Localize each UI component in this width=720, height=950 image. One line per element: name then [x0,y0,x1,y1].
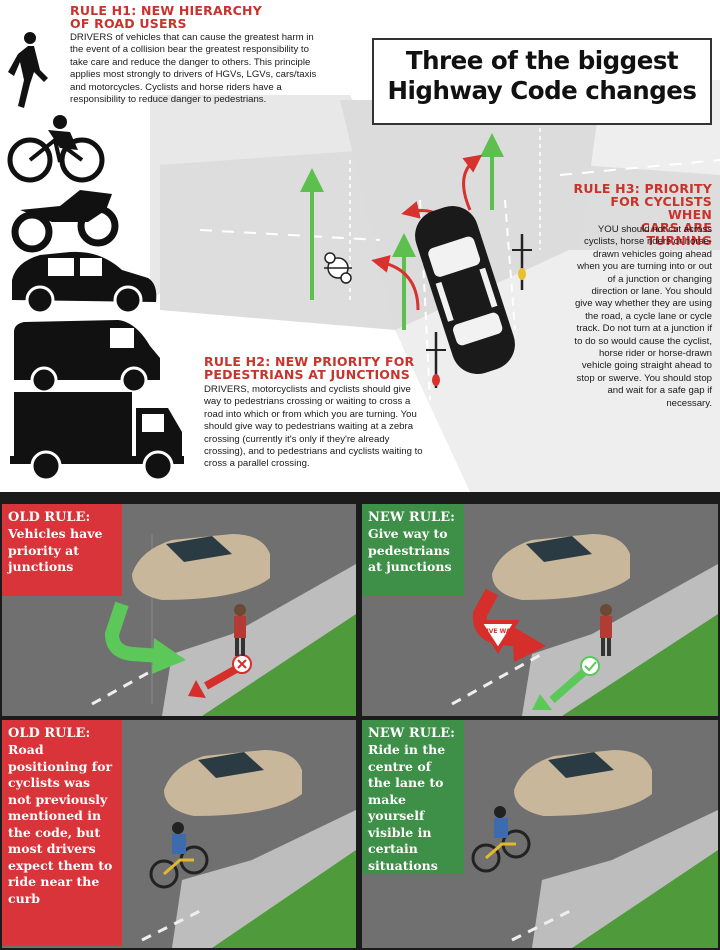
panel-old-rule-junction: OLD RULE: Vehicles have priority at junc… [2,504,356,716]
motorcycle-icon [11,190,119,253]
car-icon [12,251,157,315]
rule-h3-body: YOU should not cut across cyclists, hors… [574,224,712,409]
new-rule-label-2: NEW RULE: Ride in the centre of the lane… [362,720,464,874]
panel-new-rule-cyclist: NEW RULE: Ride in the centre of the lane… [362,720,718,948]
infographic-top: Three of the biggest Highway Code change… [7,4,720,492]
panel-new-rule-junction: GIVE WAY NEW RULE: Give way to pedestria… [362,504,718,716]
rule-h2-body: DRIVERS, motorcyclists and cyclists shou… [204,384,423,470]
rule-h3-heading-line2: FOR CYCLISTS WHEN [610,194,712,222]
bicycle-icon [7,115,105,183]
rule-h2-heading-line1: RULE H2: NEW PRIORITY FOR [204,354,415,369]
rule-h2-heading: RULE H2: NEW PRIORITY FOR PEDESTRIANS AT… [204,355,414,381]
rule-h1-heading-line1: RULE H1: NEW HIERARCHY [70,3,262,18]
title-box: Three of the biggest Highway Code change… [372,38,712,125]
panel-1-body: Vehicles have priority at junctions [8,526,103,574]
van-icon [14,320,160,394]
rule-h1-heading-line2: OF ROAD USERS [70,16,187,31]
rule-h1-heading: RULE H1: NEW HIERARCHY OF ROAD USERS [70,4,262,30]
rule-h2-heading-line2: PEDESTRIANS AT JUNCTIONS [204,367,410,382]
panel-3-body: Road positioning for cyclists was not pr… [8,742,113,906]
rule-h3-heading: RULE H3: PRIORITY FOR CYCLISTS WHEN CARS… [572,182,712,247]
old-rule-label-2: OLD RULE: Road positioning for cyclists … [2,720,122,946]
panel-2-title: NEW RULE: [368,510,455,525]
rule-h3-heading-line3: CARS ARE TURNING [640,220,712,248]
page-title: Three of the biggest Highway Code change… [387,46,697,105]
old-rule-label-1: OLD RULE: Vehicles have priority at junc… [2,504,122,596]
new-rule-label-1: NEW RULE: Give way to pedestrians at jun… [362,504,464,596]
pedestrian-icon [8,32,48,108]
rule-h3-heading-line1: RULE H3: PRIORITY [573,181,712,196]
panel-4-body: Ride in the centre of the lane to make y… [368,742,446,873]
rule-h1-body: DRIVERS of vehicles that can cause the g… [70,32,317,106]
comparison-grid: OLD RULE: Vehicles have priority at junc… [0,502,720,950]
panel-old-rule-cyclist: OLD RULE: Road positioning for cyclists … [2,720,356,948]
divider [0,492,720,502]
panel-4-title: NEW RULE: [368,726,455,741]
panel-2-body: Give way to pedestrians at junctions [368,526,452,574]
give-way-sign: GIVE WAY [482,628,515,635]
panel-1-title: OLD RULE: [8,510,91,525]
lorry-icon [10,392,184,482]
panel-3-title: OLD RULE: [8,726,91,741]
